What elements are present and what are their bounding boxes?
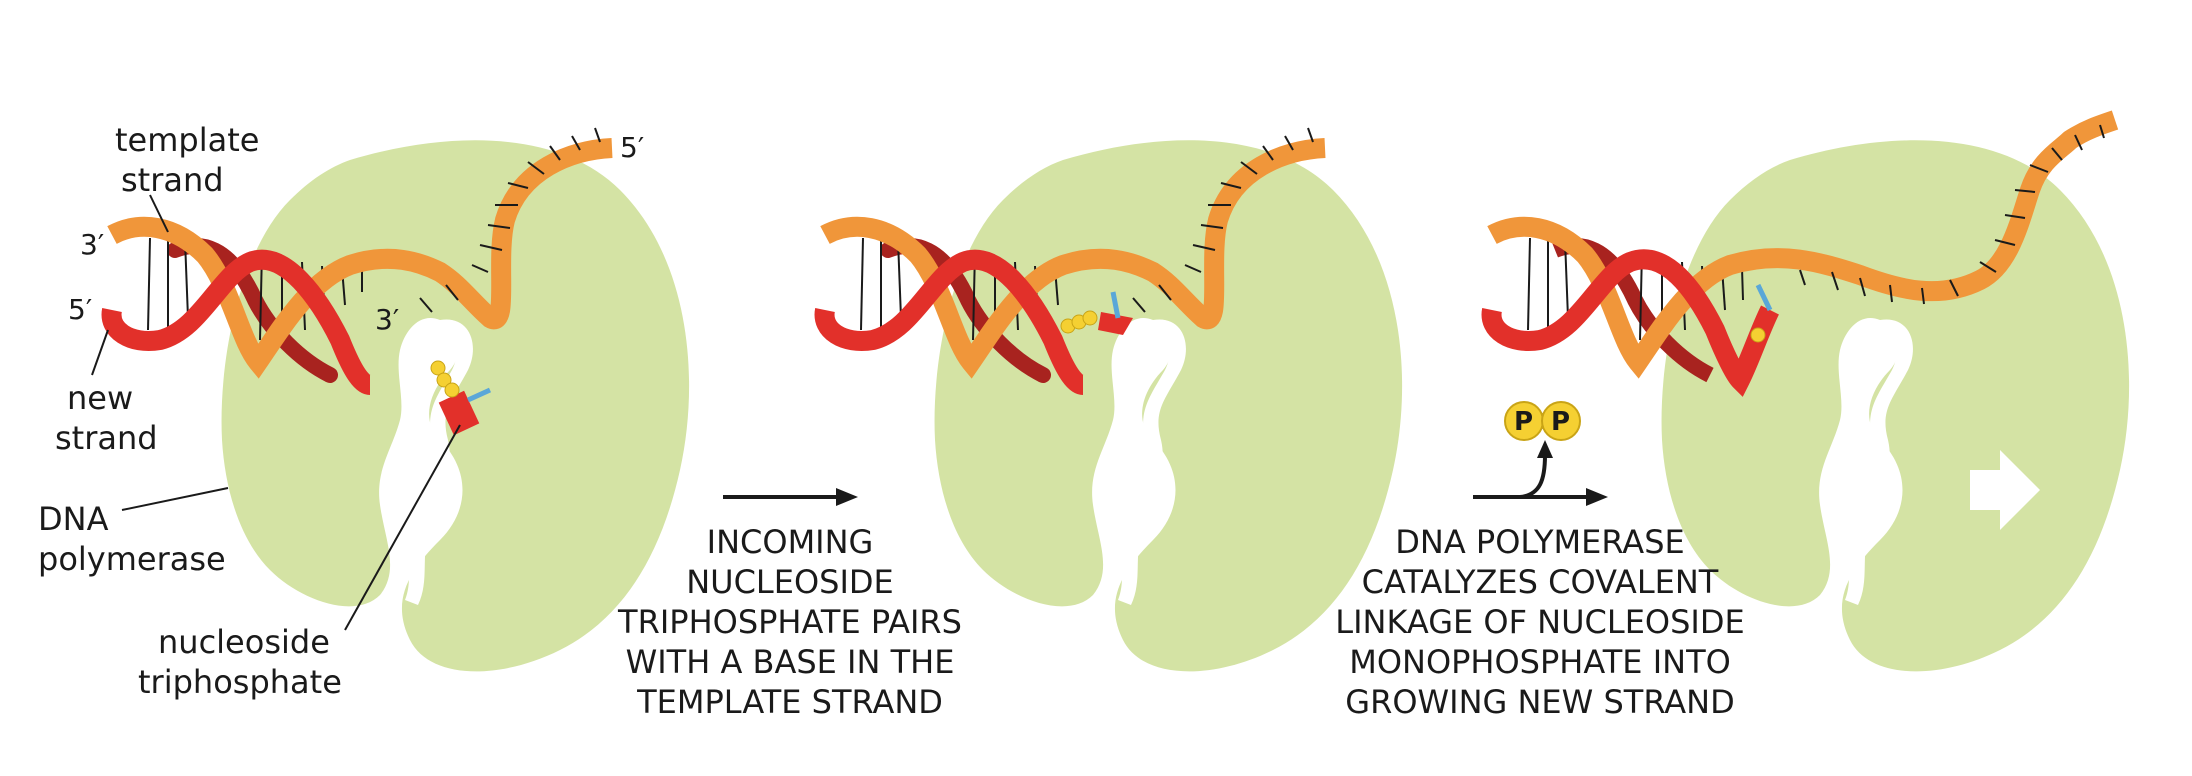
step-2-caption: DNA POLYMERASE CATALYZES COVALENT LINKAG… <box>1335 523 1745 721</box>
nucleoside-triphosphate-label: nucleoside triphosphate <box>138 623 342 701</box>
panel-2 <box>814 127 1403 672</box>
dna-polymerase-label: DNA polymerase <box>38 500 226 578</box>
right-arrow-icon <box>836 488 858 506</box>
step-arrow-2 <box>1473 401 1608 506</box>
pyrophosphate-p2: P <box>1551 407 1571 437</box>
nucleoside-triphosphate-icon <box>430 360 492 436</box>
movement-arrow-icon <box>1970 450 2040 530</box>
right-arrow-icon <box>1586 488 1608 506</box>
template-strand <box>820 138 1326 379</box>
pyrophosphate-p1: P <box>1514 407 1534 437</box>
pyrophosphate-release-icon <box>1519 454 1547 499</box>
leader-lines <box>91 194 461 631</box>
end-5-top-label: 5′ <box>620 131 645 164</box>
end-3-inner-label: 3′ <box>375 303 400 336</box>
step-1-caption: INCOMING NUCLEOSIDE TRIPHOSPHATE PAIRS W… <box>618 523 962 721</box>
template-ticks <box>419 127 601 313</box>
new-strand <box>101 249 373 395</box>
end-5-label: 5′ <box>68 293 93 326</box>
step-arrow-1 <box>723 488 858 506</box>
pyrophosphate <box>1504 401 1581 441</box>
template-ticks <box>1132 127 1314 313</box>
end-3-label: 3′ <box>80 228 105 261</box>
panel-1 <box>91 127 690 672</box>
template-strand <box>107 138 613 379</box>
new-strand <box>1481 249 1780 397</box>
panel-3 <box>1481 110 2130 672</box>
template-strand-label: template strand <box>115 121 260 199</box>
incorporated-nucleotide-icon <box>1750 283 1773 343</box>
new-strand <box>814 249 1086 395</box>
template-ticks <box>1799 124 2105 305</box>
new-strand-label: new strand <box>55 379 158 457</box>
paired-nucleotide-icon <box>1060 291 1133 335</box>
